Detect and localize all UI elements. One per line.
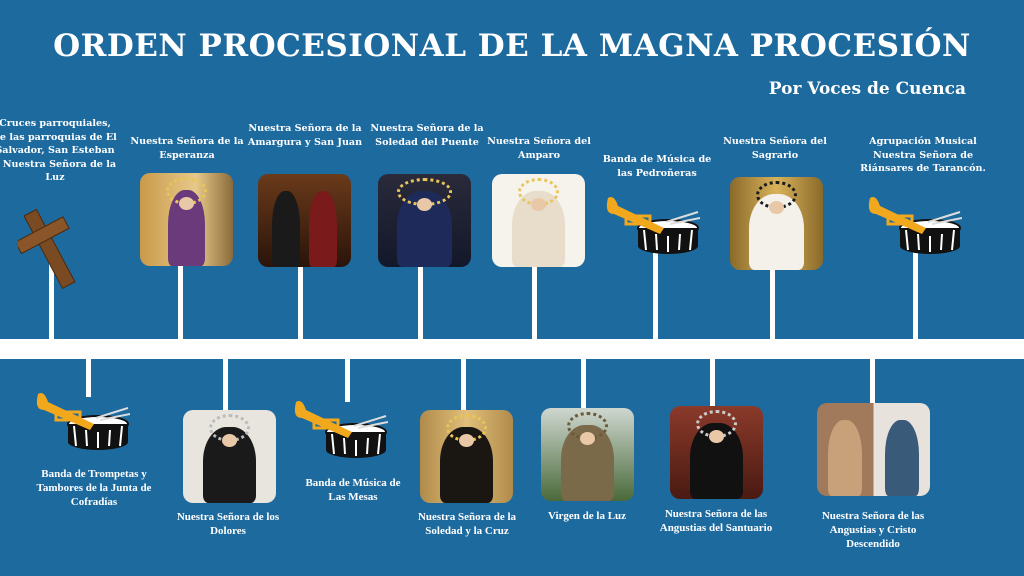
stem xyxy=(710,357,715,407)
stem xyxy=(461,357,466,412)
statue-image xyxy=(817,403,930,496)
statue-image xyxy=(258,174,351,267)
item-label: Nuestra Señora de la Soledad y la Cruz xyxy=(417,511,517,537)
trumpet-drum-icon xyxy=(294,401,388,458)
stem xyxy=(49,255,54,341)
trumpet-drum-icon xyxy=(606,197,700,254)
stem xyxy=(581,357,586,409)
stem xyxy=(86,357,91,397)
item-label: Nuestra Señora de la Amargura y San Juan xyxy=(247,123,363,148)
item-label: Nuestra Señora del Sagrario xyxy=(723,136,827,161)
item-label: Agrupación Musical Nuestra Señora de Riá… xyxy=(860,136,986,174)
item-label: Banda de Música de las Pedroñeras xyxy=(602,154,712,179)
trumpet-drum-icon xyxy=(868,197,962,254)
stem xyxy=(653,250,658,341)
statue-image xyxy=(183,410,276,503)
stem xyxy=(913,250,918,341)
stem xyxy=(223,357,228,412)
statue-image xyxy=(492,174,585,267)
item-label: Nuestra Señora de la Soledad del Puente xyxy=(370,123,484,148)
statue-image xyxy=(670,406,763,499)
stem xyxy=(178,266,183,341)
statue-image xyxy=(420,410,513,503)
subtitle: Por Voces de Cuenca xyxy=(768,79,966,99)
item-label: Banda de Música de Las Mesas xyxy=(305,477,401,503)
page-title: ORDEN PROCESIONAL DE LA MAGNA PROCESIÓN xyxy=(53,28,971,64)
stem xyxy=(870,357,875,405)
stem xyxy=(298,266,303,341)
item-label: Virgen de la Luz xyxy=(547,510,627,522)
stem xyxy=(418,266,423,341)
timeline-bar xyxy=(0,339,1024,359)
statue-image xyxy=(378,174,471,267)
stem xyxy=(770,268,775,341)
trumpet-drum-icon xyxy=(36,393,130,450)
stem xyxy=(345,357,350,402)
item-label: Nuestra Señora de la Esperanza xyxy=(130,136,244,161)
item-label: Banda de Trompetas y Tambores de la Junt… xyxy=(36,468,152,508)
item-label: Nuestra Señora del Amparo xyxy=(487,136,591,161)
item-label: Nuestra Señora de las Angustias del Sant… xyxy=(659,508,773,534)
item-label: Nuestra Señora de las Angustias y Cristo… xyxy=(821,510,925,550)
item-label: Nuestra Señora de los Dolores xyxy=(176,511,280,537)
statue-image xyxy=(730,177,823,270)
statue-image xyxy=(541,408,634,501)
cross-icon xyxy=(18,208,76,290)
stem xyxy=(532,266,537,341)
statue-image xyxy=(140,173,233,266)
item-label: Cruces parroquiales, de las parroquias d… xyxy=(0,118,117,183)
